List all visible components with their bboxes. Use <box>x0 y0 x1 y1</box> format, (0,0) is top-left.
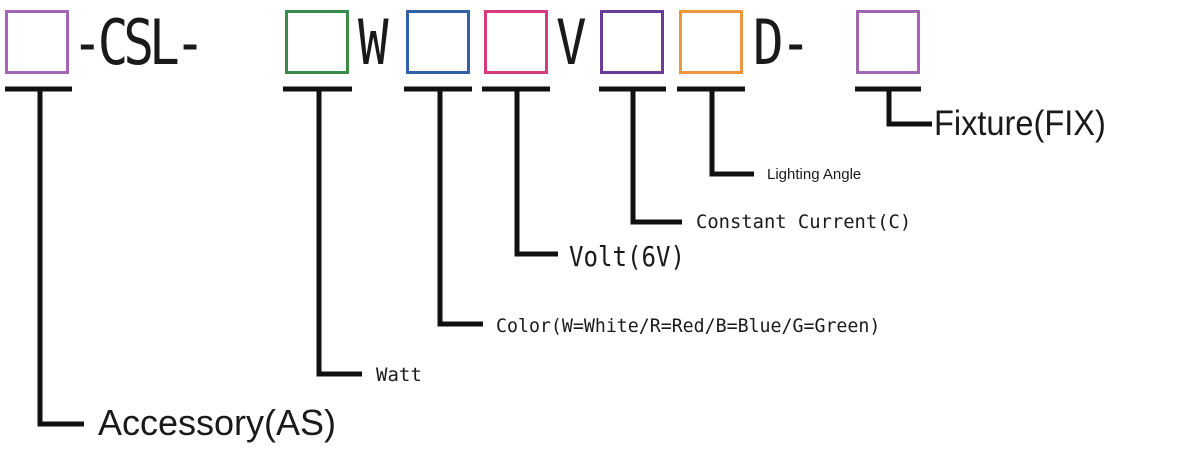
leader-angle <box>709 89 754 177</box>
leader-volt <box>514 89 558 257</box>
fixture-box <box>856 10 920 74</box>
label-watt: Watt <box>376 364 422 386</box>
accessory-box <box>5 10 69 74</box>
angle-box <box>679 10 743 74</box>
code-segment-w: W <box>358 6 389 79</box>
color-box <box>406 10 470 74</box>
watt-box <box>285 10 349 74</box>
label-fixture: Fixture(FIX) <box>934 104 1106 143</box>
label-volt: Volt(6V) <box>569 240 685 273</box>
label-accessory: Accessory(AS) <box>98 402 337 443</box>
leader-current <box>630 89 682 225</box>
volt-box <box>484 10 548 74</box>
code-segment-csl: -CSL- <box>72 6 205 79</box>
leader-color <box>437 89 483 327</box>
label-color: Color(W=White/R=Red/B=Blue/G=Green) <box>496 315 881 337</box>
code-segment-v: V <box>556 6 587 79</box>
leader-accessory <box>37 89 84 427</box>
leader-watt <box>316 89 362 377</box>
code-segment-d: D- <box>753 6 811 79</box>
current-box <box>600 10 664 74</box>
leader-fixture <box>886 89 932 127</box>
label-current: Constant Current(C) <box>696 211 912 233</box>
label-angle: Lighting Angle <box>767 166 862 183</box>
